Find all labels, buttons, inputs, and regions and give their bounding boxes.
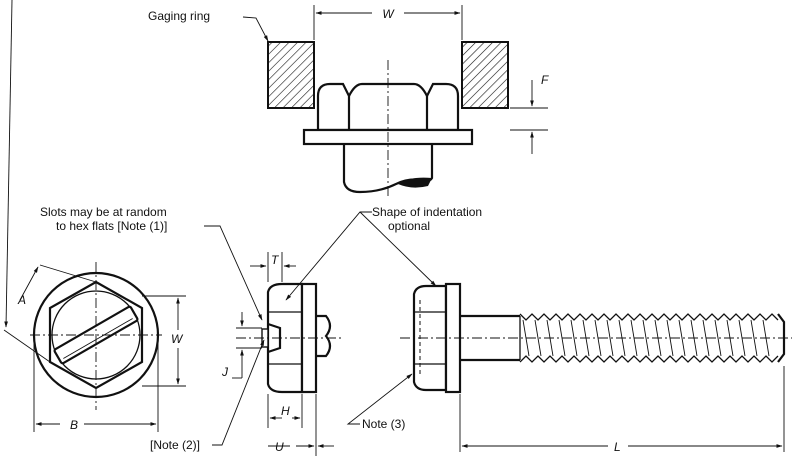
shape-note-line1: Shape of indentation: [372, 205, 482, 219]
head-side-view: T J H U: [221, 252, 344, 456]
note-3-label: Note (3): [362, 417, 405, 431]
dimension-b: B: [70, 418, 78, 432]
dimension-u: U: [275, 440, 284, 454]
ring-section-right: [461, 41, 509, 109]
slots-note-line2: to hex flats [Note (1)]: [56, 219, 167, 233]
gaging-ring-view: W Gaging ring F: [148, 5, 549, 196]
dimension-j: J: [221, 365, 229, 379]
shape-note-line2: optional: [388, 219, 430, 233]
slots-note-line1: Slots may be at random: [40, 205, 167, 219]
dimension-w-top: W: [382, 7, 395, 21]
gaging-ring-label: Gaging ring: [148, 9, 210, 23]
dimension-h: H: [281, 404, 290, 418]
dimension-l: L: [614, 440, 621, 454]
note-2-label: [Note (2)]: [150, 438, 200, 452]
head-end-view: A W B: [3, 0, 186, 432]
dimension-a: A: [17, 293, 26, 307]
dimension-w-front: W: [171, 332, 184, 346]
ring-section-left: [267, 41, 315, 109]
dimension-t: T: [271, 253, 280, 267]
bolt-side-view: L: [400, 282, 792, 454]
dimension-f: F: [541, 73, 549, 87]
